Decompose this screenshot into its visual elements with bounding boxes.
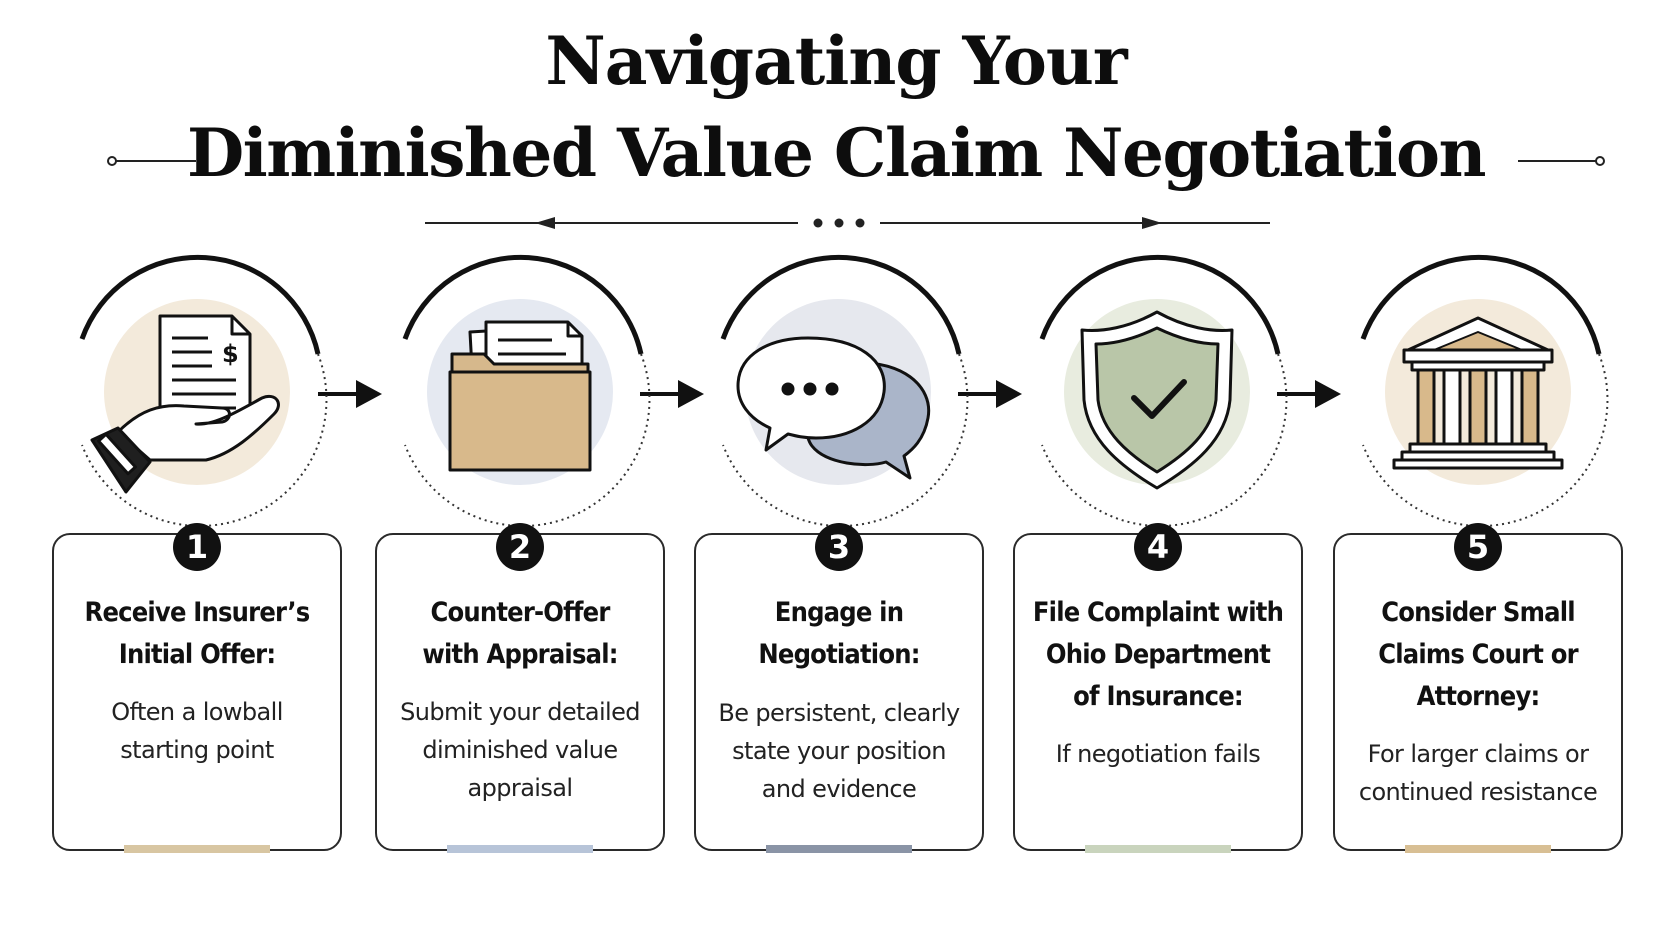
step-heading: Engage in Negotiation: <box>758 597 920 670</box>
title-left-rule <box>107 156 196 166</box>
accent-bar <box>447 845 593 853</box>
accent-bar <box>124 845 270 853</box>
step-2: 2 Counter-Offer with Appraisal: Submit y… <box>375 0 675 941</box>
step-5: 5 Consider Small Claims Court or Attorne… <box>1333 0 1633 941</box>
step-1: 1 Receive Insurer’s Initial Offer: Often… <box>52 0 352 941</box>
accent-bar <box>1085 845 1231 853</box>
accent-bar <box>1405 845 1551 853</box>
step-heading: Receive Insurer’s Initial Offer: <box>84 597 311 670</box>
step-card-2 <box>375 533 665 851</box>
title-right-rule <box>1518 156 1605 166</box>
step-description: Be persistent, clearly state your positi… <box>718 699 960 803</box>
courthouse-icon <box>1392 316 1564 470</box>
hand-document-icon: $ <box>90 314 280 494</box>
step-number-badge: 2 <box>496 523 544 571</box>
step-description: For larger claims or continued resistanc… <box>1358 740 1598 806</box>
accent-bar <box>766 845 912 853</box>
step-description: Submit your detailed diminished value ap… <box>400 698 640 802</box>
step-description: If negotiation fails <box>1055 740 1261 768</box>
svg-text:$: $ <box>222 340 239 368</box>
folder-icon <box>448 320 592 472</box>
step-number-badge: 5 <box>1454 523 1502 571</box>
step-number-badge: 1 <box>173 523 221 571</box>
shield-check-icon <box>1080 310 1234 490</box>
title-line-2: Diminished Value Claim Negotiation <box>186 114 1487 192</box>
title-divider <box>425 217 1270 229</box>
speech-bubbles-icon <box>736 336 931 480</box>
step-heading: File Complaint with Ohio Department of I… <box>1032 597 1284 712</box>
step-heading: Counter-Offer with Appraisal: <box>422 597 618 670</box>
step-number-badge: 4 <box>1134 523 1182 571</box>
step-card-1 <box>52 533 342 851</box>
step-4: 4 File Complaint with Ohio Department of… <box>1013 0 1313 941</box>
title-line-1: Navigating Your <box>545 22 1127 100</box>
step-3: 3 Engage in Negotiation: Be persistent, … <box>694 0 994 941</box>
connector-arrows <box>318 380 1341 408</box>
step-description: Often a lowball starting point <box>111 698 283 764</box>
step-heading: Consider Small Claims Court or Attorney: <box>1378 597 1578 712</box>
step-number-badge: 3 <box>815 523 863 571</box>
